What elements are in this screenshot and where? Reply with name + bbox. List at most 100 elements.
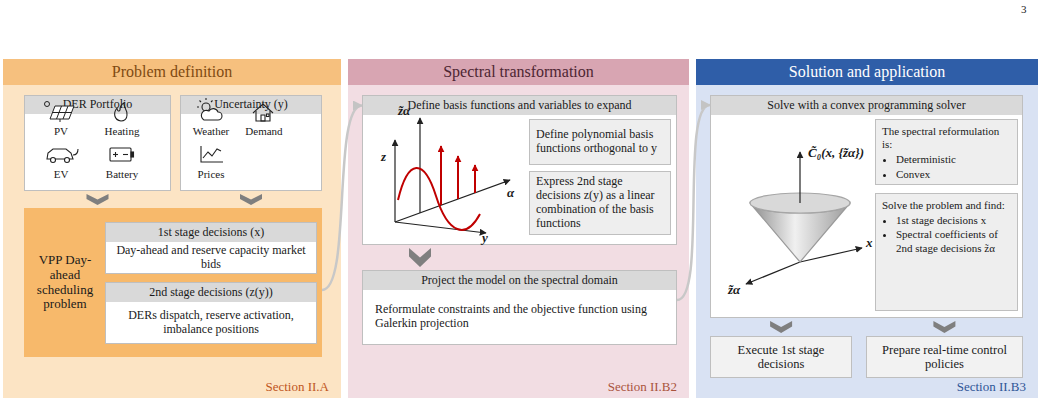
bullet-item: Convex: [896, 168, 1011, 181]
panel-title: Solution and application: [696, 59, 1038, 85]
section-ref: Section II.B2: [547, 379, 677, 395]
box-header: Solve with a convex programming solver: [711, 96, 1022, 115]
spectral-illustration: [395, 118, 510, 233]
box-header: Uncertainty (y): [181, 96, 321, 114]
problem-title: VPP Day-ahead scheduling problem: [28, 208, 102, 357]
car-cable: [73, 149, 78, 155]
icon-label: Heating: [97, 125, 147, 138]
price-line: [203, 149, 221, 158]
y-axis: [395, 222, 486, 233]
bullet-list: DeterministicConvex: [882, 153, 1011, 180]
page-number: 3: [1021, 4, 1027, 15]
flame: [115, 103, 127, 121]
icon-label: EV: [36, 168, 86, 181]
coef-axis: [419, 118, 420, 213]
axis-label: C̃₀(x, {z̃α}): [808, 146, 864, 159]
response-curve: [398, 168, 480, 230]
icon-label: Prices: [186, 168, 236, 181]
demand-icon: [253, 104, 273, 121]
text-box: Define polynomial basis functions orthog…: [529, 119, 671, 165]
section-ref: Section II.B3: [896, 379, 1026, 395]
axis-label: z̃α: [728, 283, 740, 296]
pv-grid: [63, 106, 68, 119]
box-header: 1st stage decisions (x): [106, 223, 316, 242]
door: [261, 115, 265, 121]
axis-label: α: [507, 186, 514, 199]
sun-ray: [205, 98, 206, 100]
weather-icon: [197, 98, 222, 120]
z-axis: [394, 140, 395, 222]
battery-terminal: [131, 152, 134, 157]
section-ref: Section II.A: [199, 379, 329, 395]
text-box: The spectral reformulation is:Determinis…: [875, 119, 1018, 185]
bullet-item: 1st stage decisions x: [896, 214, 1011, 227]
box-text: Prepare real-time control policies: [867, 337, 1022, 377]
box-header: DER Portfolio: [25, 96, 170, 114]
chart-axes: [201, 146, 223, 162]
panel-title: Spectral transformation: [348, 59, 689, 85]
prices-icon: [201, 146, 223, 162]
plus-sign: [115, 152, 116, 157]
box-header: Project the model on the spectral domain: [363, 271, 676, 290]
bullet-item: Spectral coefficients of 2nd stage decis…: [896, 228, 1011, 254]
sun-ray: [200, 101, 202, 103]
axis-label: x: [866, 236, 873, 249]
coef-arrow: [440, 146, 442, 205]
chevron-arrow: [933, 321, 955, 333]
bullet-item: Deterministic: [896, 153, 1011, 166]
cloud: [201, 109, 222, 120]
text-box: Express 2nd stage decisions z(y) as a li…: [529, 171, 671, 235]
axis-label: z: [381, 150, 386, 163]
box-body: Reformulate constraints and the objectiv…: [371, 292, 668, 342]
box-body: DERs dispatch, reserve activation, imbal…: [106, 302, 316, 343]
panel: Problem definitionSection II.ADER Portfo…: [3, 59, 341, 398]
walls: [256, 111, 270, 121]
decision-box: 1st stage decisions (x)Day-ahead and res…: [105, 222, 317, 274]
sun: [202, 103, 210, 111]
bullet-list: 1st stage decisions xSpectral coefficien…: [882, 214, 1011, 255]
group-box: Uncertainty (y)WeatherDemandPrices: [180, 95, 322, 191]
output-box: Prepare real-time control policies: [866, 336, 1023, 378]
group-box: DER PortfolioPVHeatingEVBattery: [24, 95, 171, 191]
panel: Solution and applicationSection II.B3 Sol…: [696, 59, 1038, 398]
box-text: Express 2nd stage decisions z(y) as a li…: [530, 172, 670, 234]
cost-axis: [799, 152, 800, 203]
box-header: Define basis functions and variables to …: [363, 96, 676, 115]
cone-body: [750, 203, 850, 262]
list-title: The spectral reformulation is:: [882, 125, 1011, 151]
car-wheel: [65, 158, 70, 163]
axis-label: y: [482, 231, 488, 244]
step-box: Define basis functions and variables to …: [362, 95, 677, 245]
curved-arrow: [322, 106, 362, 290]
coef-axis: [746, 262, 800, 284]
output-box: Execute 1st stage decisions: [710, 336, 852, 378]
window: [267, 114, 270, 117]
pv-stand: [60, 119, 61, 122]
cone-top: [750, 193, 850, 213]
pv-icon: [45, 102, 75, 123]
panel: Spectral transformationSection II.B2 Defi…: [348, 59, 689, 398]
list-box: Solve the problem and find:1st stage dec…: [876, 194, 1017, 310]
axis-label: z̃α: [398, 104, 410, 117]
box-text: Define polynomial basis functions orthog…: [530, 120, 670, 164]
problem-box: VPP Day-ahead scheduling problem1st stag…: [24, 208, 322, 357]
pv-grid: [53, 112, 72, 113]
cone-illustration: [746, 152, 862, 284]
chevron-arrow: [770, 321, 792, 333]
plus-sign: [113, 154, 118, 155]
coef-arrow: [457, 156, 459, 199]
car-body: [47, 149, 73, 159]
text-box: Solve the problem and find:1st stage dec…: [875, 193, 1018, 311]
pv-panel: [50, 106, 74, 119]
curved-arrow: [677, 105, 710, 300]
sun-ray: [211, 101, 213, 103]
chevron-arrow: [240, 194, 262, 205]
pv-grid: [57, 106, 62, 119]
x-axis: [800, 248, 862, 262]
list-box: The spectral reformulation is:Determinis…: [876, 120, 1017, 184]
step-box: Project the model on the spectral domain…: [362, 270, 677, 345]
